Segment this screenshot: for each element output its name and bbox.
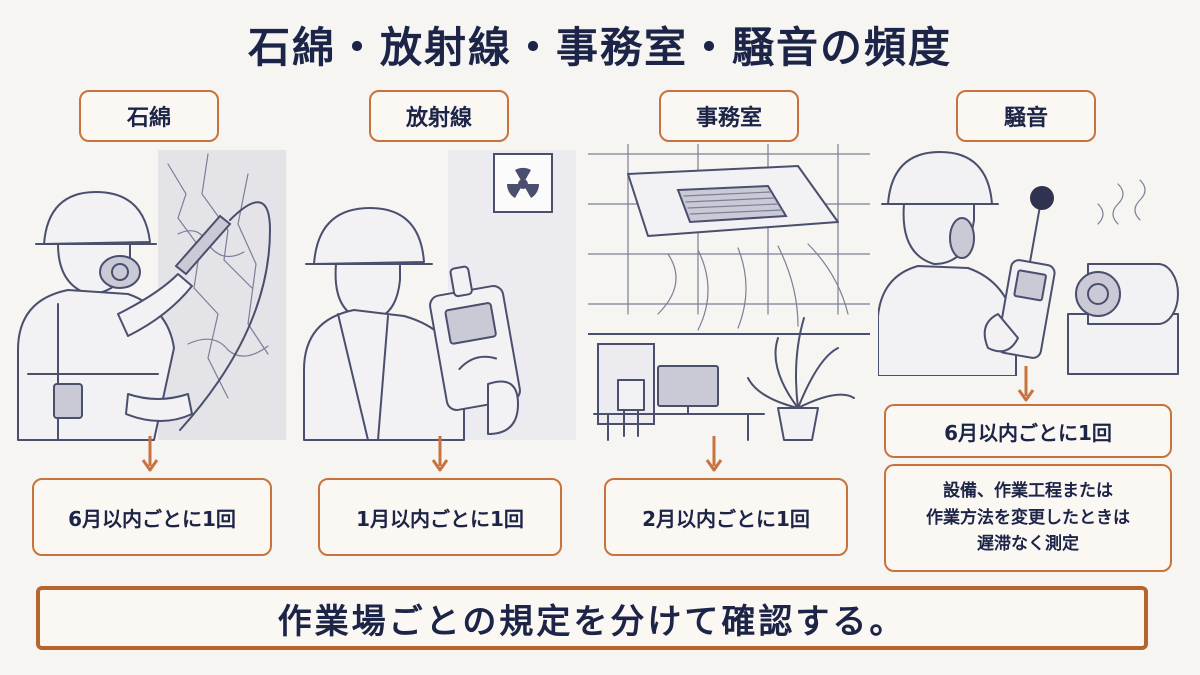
frequency-box-asbestos: 6月以内ごとに1回 <box>32 478 272 556</box>
category-label-office: 事務室 <box>659 90 799 142</box>
asbestos-worker-respirator-icon <box>8 144 290 444</box>
office-ceiling-air-conditioner-icon <box>588 144 870 444</box>
noise-change-note: 設備、作業工程または 作業方法を変更したときは 遅滞なく測定 <box>884 464 1172 572</box>
column-radiation: 放射線 1月以内ごとに1回 <box>298 88 580 568</box>
category-label-asbestos: 石綿 <box>79 90 219 142</box>
arrow-down-icon <box>1017 366 1035 402</box>
column-asbestos: 石綿 6月以内ごとに1回 <box>8 88 290 568</box>
arrow-down-icon <box>141 436 159 472</box>
category-label-noise: 騒音 <box>956 90 1096 142</box>
arrow-down-icon <box>431 436 449 472</box>
frequency-box-office: 2月以内ごとに1回 <box>604 478 848 556</box>
sound-level-meter-worker-icon <box>878 144 1188 376</box>
column-noise: 騒音 6月以内ごとに1回 設備、作業工程または 作業方法を変更 <box>878 88 1188 572</box>
column-office: 事務室 2月以内ごとに1回 <box>588 88 870 568</box>
radiation-survey-meter-icon <box>298 144 580 444</box>
page-title: 石綿・放射線・事務室・騒音の頻度 <box>247 23 952 72</box>
frequency-box-noise: 6月以内ごとに1回 <box>884 404 1172 458</box>
arrow-down-icon <box>705 436 723 472</box>
footer-summary: 作業場ごとの規定を分けて確認する。 <box>36 586 1148 650</box>
category-label-radiation: 放射線 <box>369 90 509 142</box>
frequency-box-radiation: 1月以内ごとに1回 <box>318 478 562 556</box>
